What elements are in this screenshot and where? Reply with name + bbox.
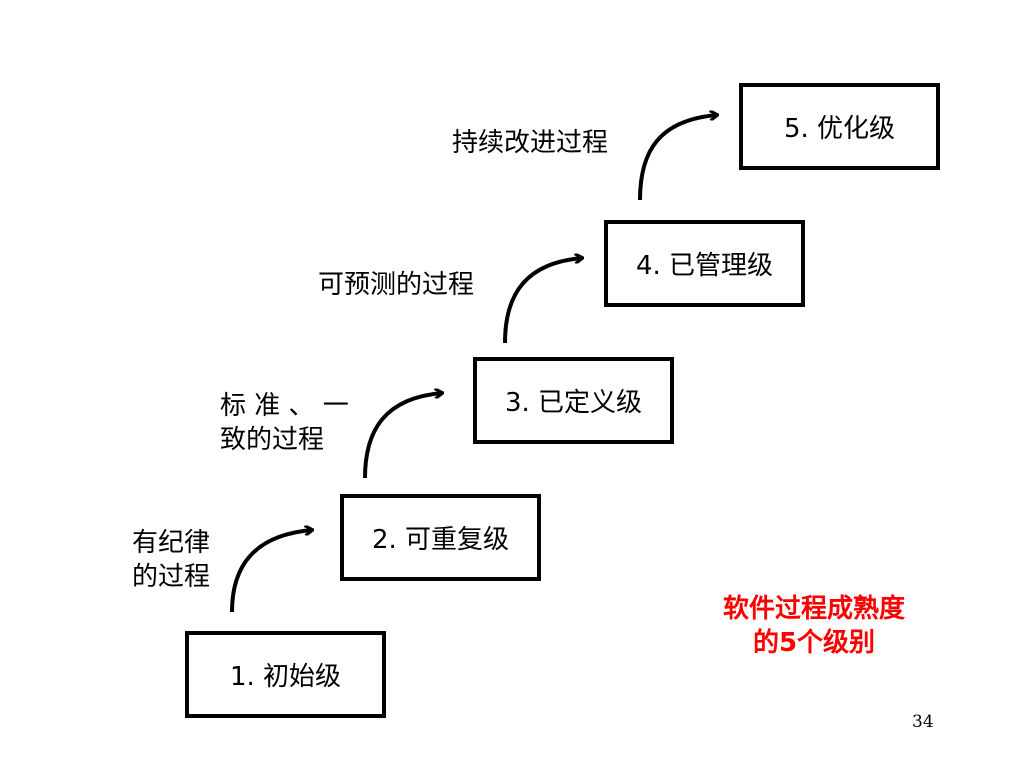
- transition-label-1: 有纪律 的过程: [132, 526, 210, 594]
- maturity-caption: 软件过程成熟度 的5个级别: [694, 592, 934, 660]
- arrow-level1-to-level2: [230, 530, 312, 613]
- level-box-2: 2. 可重复级: [340, 494, 541, 581]
- maturity-caption-line1: 软件过程成熟度: [722, 594, 905, 624]
- transition-label-4-line1: 持续改进过程: [452, 128, 609, 158]
- transition-label-1-line1: 有纪律: [132, 528, 211, 558]
- transition-label-2-line2: 致的过程: [220, 425, 325, 455]
- level-box-1: 1. 初始级: [185, 631, 386, 718]
- page-number: 34: [912, 712, 934, 732]
- level-label-1: 1. 初始级: [229, 662, 342, 692]
- level-label-4: 4. 已管理级: [635, 251, 774, 281]
- level-label-5: 5. 优化级: [783, 114, 896, 144]
- transition-label-4: 持续改进过程: [452, 126, 608, 160]
- arrow-level3-to-level4: [503, 258, 582, 344]
- level-label-3: 3. 已定义级: [504, 388, 643, 418]
- arrow-level2-to-level3: [363, 393, 442, 479]
- transition-label-2-line1: 标 准 、 一: [220, 391, 349, 421]
- transition-label-3: 可预测的过程: [318, 268, 474, 302]
- level-box-3: 3. 已定义级: [473, 357, 674, 444]
- level-box-4: 4. 已管理级: [604, 220, 805, 307]
- arrow-level4-to-level5: [638, 115, 717, 201]
- maturity-caption-line2: 的5个级别: [752, 628, 876, 658]
- transition-label-1-line2: 的过程: [132, 562, 211, 592]
- transition-label-3-line1: 可预测的过程: [318, 270, 475, 300]
- transition-label-2: 标 准 、 一 致的过程: [220, 389, 349, 457]
- level-label-2: 2. 可重复级: [371, 525, 510, 555]
- level-box-5: 5. 优化级: [739, 83, 940, 170]
